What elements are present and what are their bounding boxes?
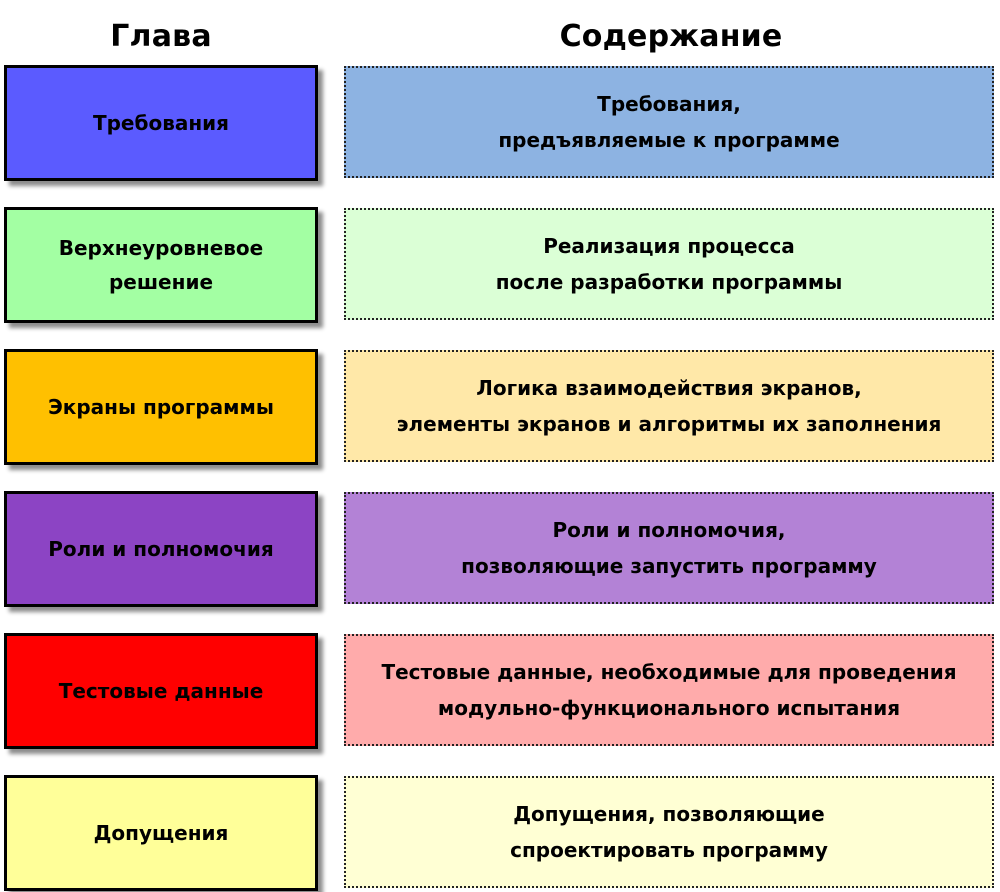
content-box: Логика взаимодействия экранов, элементы … [344,350,994,462]
chapter-box: Роли и полномочия [4,491,318,607]
content-line: позволяющие запустить программу [461,554,877,578]
content-line: Тестовые данные, необходимые для проведе… [381,660,957,684]
content-line: Допущения, позволяющие [513,802,825,826]
chapter-row-high-level-solution: Верхнеуровневое решение Реализация проце… [0,207,1000,323]
chapter-label: Роли и полномочия [48,537,274,561]
content-box: Требования, предъявляемые к программе [344,66,994,178]
chapter-row-roles: Роли и полномочия Роли и полномочия, поз… [0,491,1000,607]
content-line: модульно-функционального испытания [437,696,901,720]
chapter-box: Требования [4,65,318,181]
content-box: Допущения, позволяющие спроектировать пр… [344,776,994,888]
content-line: элементы экранов и алгоритмы их заполнен… [396,412,942,436]
chapter-row-requirements: Требования Требования, предъявляемые к п… [0,65,1000,181]
chapter-box: Тестовые данные [4,633,318,749]
content-line: Логика взаимодействия экранов, [476,376,862,400]
chapter-label: Требования [92,111,230,135]
chapter-box: Экраны программы [4,349,318,465]
chapter-column-header: Глава [110,18,212,54]
content-line: спроектировать программу [510,838,828,862]
content-line: Реализация процесса [543,234,795,258]
content-line: Требования, [597,92,741,116]
chapter-label: Допущения [93,821,229,845]
chapter-box: Верхнеуровневое решение [4,207,318,323]
chapter-row-assumptions: Допущения Допущения, позволяющие спроект… [0,775,1000,891]
chapter-label: Тестовые данные [58,679,264,703]
chapter-box: Допущения [4,775,318,891]
content-box: Роли и полномочия, позволяющие запустить… [344,492,994,604]
content-line: Роли и полномочия, [552,518,786,542]
content-line: предъявляемые к программе [498,128,840,152]
chapter-label: Верхнеуровневое решение [58,236,264,294]
content-line: после разработки программы [495,270,843,294]
content-box: Тестовые данные, необходимые для проведе… [344,634,994,746]
chapter-row-program-screens: Экраны программы Логика взаимодействия э… [0,349,1000,465]
chapter-row-test-data: Тестовые данные Тестовые данные, необход… [0,633,1000,749]
chapter-label: Экраны программы [48,395,274,419]
content-column-header: Содержание [559,18,783,54]
content-box: Реализация процесса после разработки про… [344,208,994,320]
